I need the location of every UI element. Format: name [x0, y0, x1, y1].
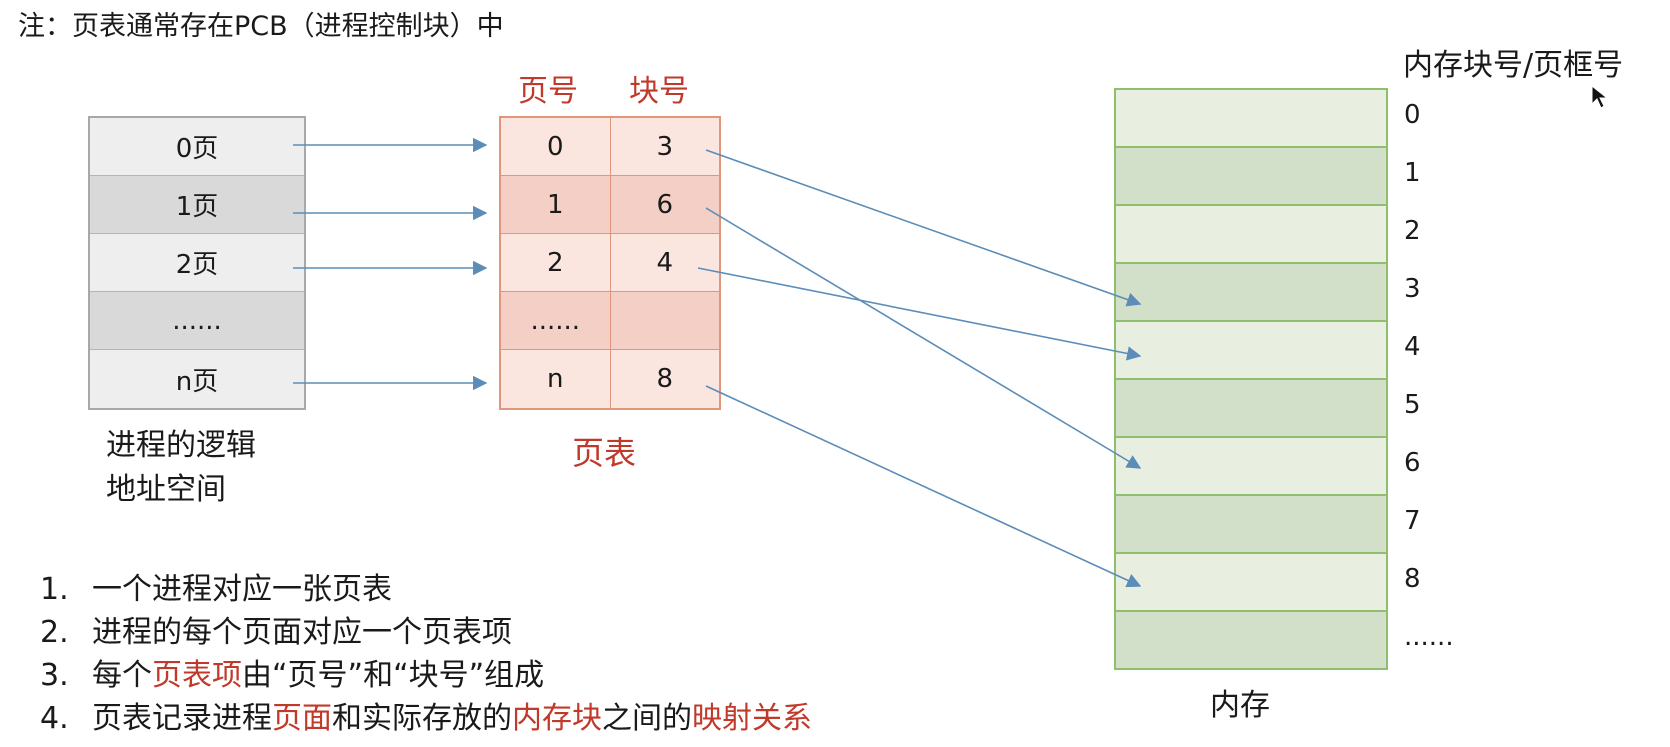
memory [1114, 88, 1388, 670]
page-number-cell: n [501, 350, 611, 408]
logical-page-label: 2页 [175, 250, 219, 280]
memory-caption: 内存 [1210, 688, 1270, 723]
page-number-header: 页号 [518, 74, 578, 109]
key-point: 3. 每个页表项由“页号”和“块号”组成 [40, 654, 812, 697]
memory-block-number: 0 [1404, 100, 1421, 130]
page-number-cell: 1 [501, 176, 611, 233]
memory-block-number: 2 [1404, 216, 1421, 246]
key-point-highlight: 内存块 [512, 701, 602, 736]
page-table-caption: 页表 [572, 434, 637, 472]
page-table-row: 0 3 [501, 118, 719, 176]
arrow-block-6-to-memory [705, 207, 1142, 469]
memory-block-number: ...... [1404, 622, 1454, 652]
memory-block-number: 6 [1404, 448, 1421, 478]
arrow-block-4-to-memory [697, 267, 1142, 361]
page-number-cell: 0 [501, 118, 611, 175]
logical-page-label: 1页 [175, 192, 219, 222]
key-point-highlight: 映射关系 [692, 701, 812, 736]
page-table: 0 3 1 6 2 4 ...... n 8 [499, 116, 721, 410]
key-point: 1. 一个进程对应一张页表 [40, 568, 812, 611]
key-point-text: 由“页号”和“块号”组成 [242, 658, 545, 693]
memory-block-number: 8 [1404, 564, 1421, 594]
key-point-text: 进程的每个页面对应一个页表项 [92, 615, 512, 650]
key-point-highlight: 页表项 [152, 658, 242, 693]
key-point-number: 2. [40, 615, 69, 650]
key-point-text: 页表记录进程 [92, 701, 272, 736]
key-points-list: 1. 一个进程对应一张页表 2. 进程的每个页面对应一个页表项 3. 每个页表项由“页… [40, 568, 812, 740]
logical-page-row: n页 [90, 350, 304, 408]
memory-block [1116, 554, 1386, 612]
logical-page-row: 1页 [90, 176, 304, 234]
block-number-cell: 4 [656, 247, 674, 278]
memory-block-number: 7 [1404, 506, 1421, 536]
memory-block [1116, 264, 1386, 322]
memory-block [1116, 496, 1386, 554]
logical-page-label: ...... [172, 305, 222, 336]
memory-block-number: 1 [1404, 158, 1421, 188]
memory-block [1116, 148, 1386, 206]
memory-block [1116, 438, 1386, 496]
page-table-row: n 8 [501, 350, 719, 408]
key-point-highlight: 页面 [272, 701, 332, 736]
memory-block-number: 4 [1404, 332, 1421, 362]
key-point-text: 一个进程对应一张页表 [92, 572, 392, 607]
arrow-block-3-to-memory [705, 149, 1142, 307]
logical-address-space: 0页 1页 2页 ...... n页 [88, 116, 306, 410]
logical-page-row: 0页 [90, 118, 304, 176]
page-table-row: ...... [501, 292, 719, 350]
block-number-cell: 8 [656, 364, 674, 394]
page-number-cell: ...... [501, 292, 611, 349]
memory-block-number-title: 内存块号/页框号 [1403, 48, 1624, 83]
key-point-text: 和实际存放的 [332, 701, 512, 736]
page-table-row: 2 4 [501, 234, 719, 292]
logical-page-label: 0页 [175, 134, 219, 164]
page-table-row: 1 6 [501, 176, 719, 234]
key-point-number: 4. [40, 701, 69, 736]
key-point-text: 之间的 [602, 701, 692, 736]
memory-block [1116, 612, 1386, 668]
note-text: 注：页表通常存在PCB（进程控制块）中 [18, 11, 504, 42]
block-number-cell: 3 [656, 131, 674, 162]
memory-block [1116, 206, 1386, 264]
arrow-block-8-to-memory [705, 385, 1142, 588]
logical-page-label: n页 [175, 366, 219, 397]
logical-page-row: 2页 [90, 234, 304, 292]
key-point-number: 3. [40, 658, 69, 693]
logical-page-row: ...... [90, 292, 304, 350]
logical-space-caption-line2: 地址空间 [106, 472, 226, 507]
key-point-number: 1. [40, 572, 69, 607]
key-point-text: 每个 [92, 658, 152, 693]
key-point: 2. 进程的每个页面对应一个页表项 [40, 611, 812, 654]
memory-block [1116, 322, 1386, 380]
page-number-cell: 2 [501, 234, 611, 291]
block-number-header: 块号 [629, 74, 689, 109]
memory-block [1116, 380, 1386, 438]
key-point: 4. 页表记录进程页面和实际存放的内存块之间的映射关系 [40, 697, 812, 740]
memory-block-number: 3 [1404, 274, 1421, 304]
memory-block [1116, 90, 1386, 148]
logical-space-caption: 进程的逻辑 地址空间 [106, 424, 306, 512]
mouse-cursor-icon [1591, 84, 1609, 109]
block-number-cell: 6 [656, 189, 674, 220]
logical-space-caption-line1: 进程的逻辑 [106, 428, 256, 463]
memory-block-number: 5 [1404, 390, 1421, 420]
